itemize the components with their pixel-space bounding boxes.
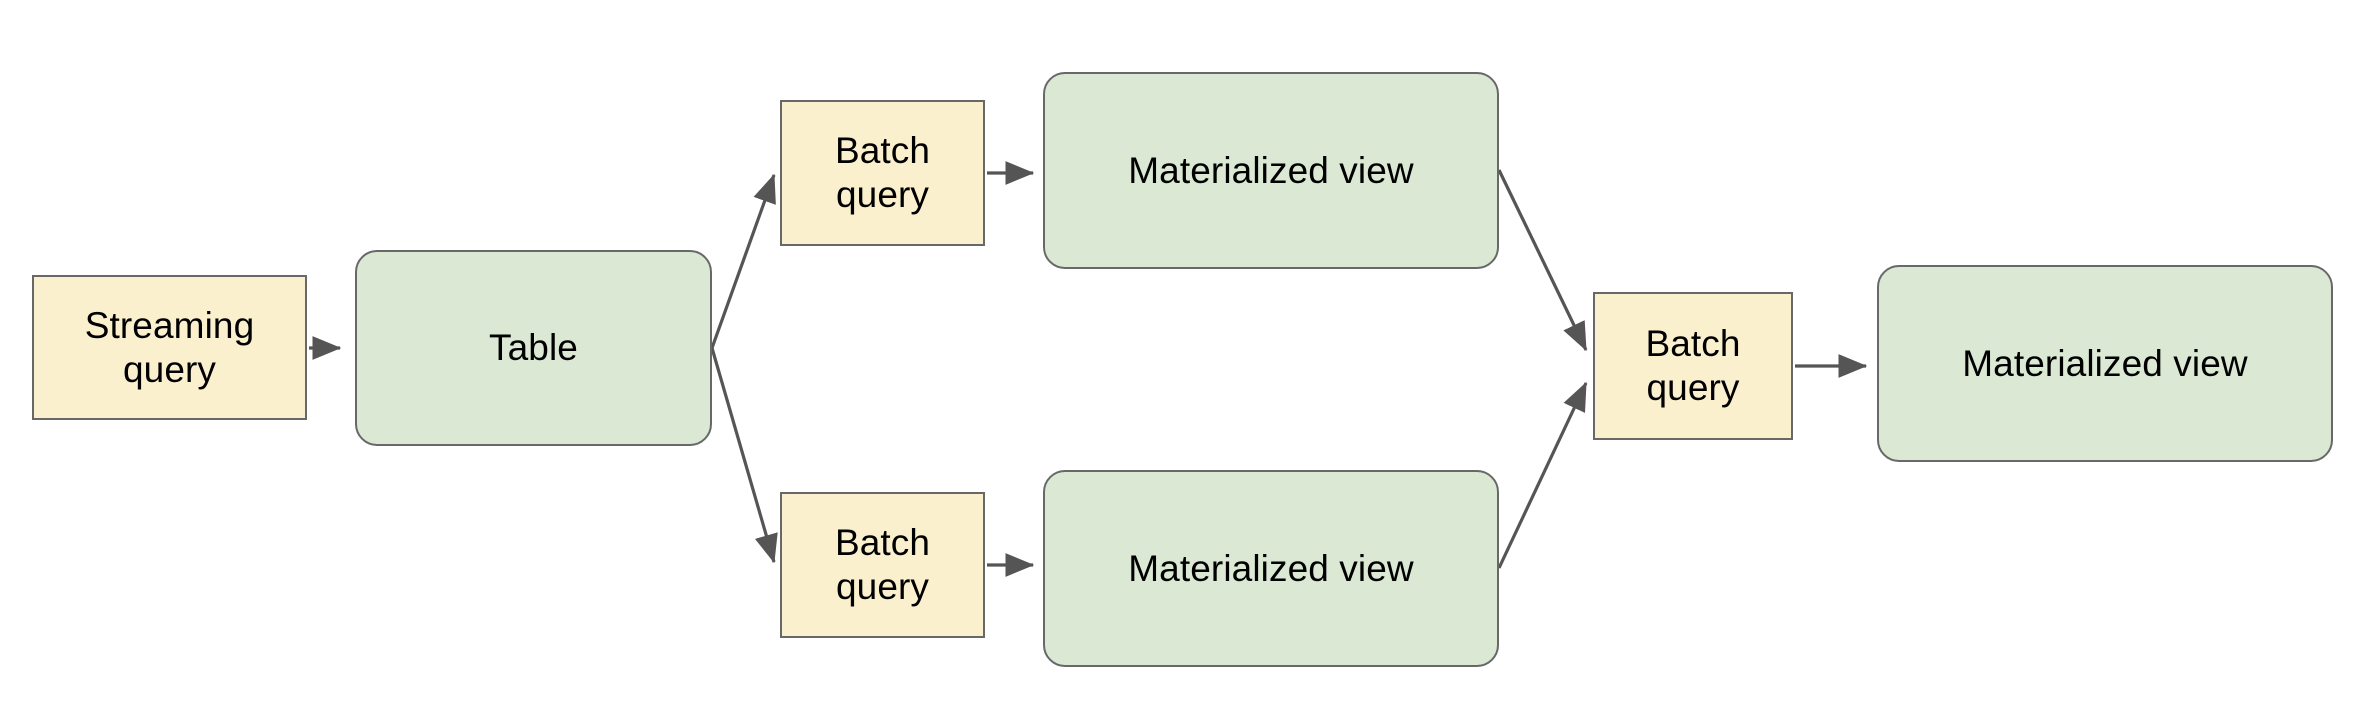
node-label-materialized-view-top: Materialized view — [1128, 149, 1414, 191]
node-label-batch-query-merge: Batch query — [1645, 323, 1741, 408]
edge-materialized-view-top-to-batch-query-merge — [1497, 169, 1588, 352]
node-batch-query-top[interactable]: Batch query — [780, 100, 985, 246]
node-streaming-query[interactable]: Streaming query — [32, 275, 307, 420]
node-batch-query-bottom[interactable]: Batch query — [780, 492, 985, 638]
node-label-table: Table — [489, 327, 578, 369]
node-materialized-view-bottom[interactable]: Materialized view — [1043, 470, 1499, 667]
node-table[interactable]: Table — [355, 250, 712, 446]
edge-materialized-view-bottom-to-batch-query-merge — [1497, 381, 1588, 569]
node-materialized-view-right[interactable]: Materialized view — [1877, 265, 2333, 462]
edge-table-to-batch-query-top — [710, 173, 776, 349]
node-label-materialized-view-bottom: Materialized view — [1128, 547, 1414, 589]
node-materialized-view-top[interactable]: Materialized view — [1043, 72, 1499, 269]
node-label-batch-query-bottom: Batch query — [834, 522, 931, 607]
edge-table-to-batch-query-bottom — [710, 347, 778, 564]
node-batch-query-merge[interactable]: Batch query — [1593, 292, 1793, 440]
node-label-batch-query-top: Batch query — [834, 130, 931, 215]
node-label-streaming-query: Streaming query — [84, 304, 255, 390]
node-label-materialized-view-right: Materialized view — [1962, 342, 2248, 384]
